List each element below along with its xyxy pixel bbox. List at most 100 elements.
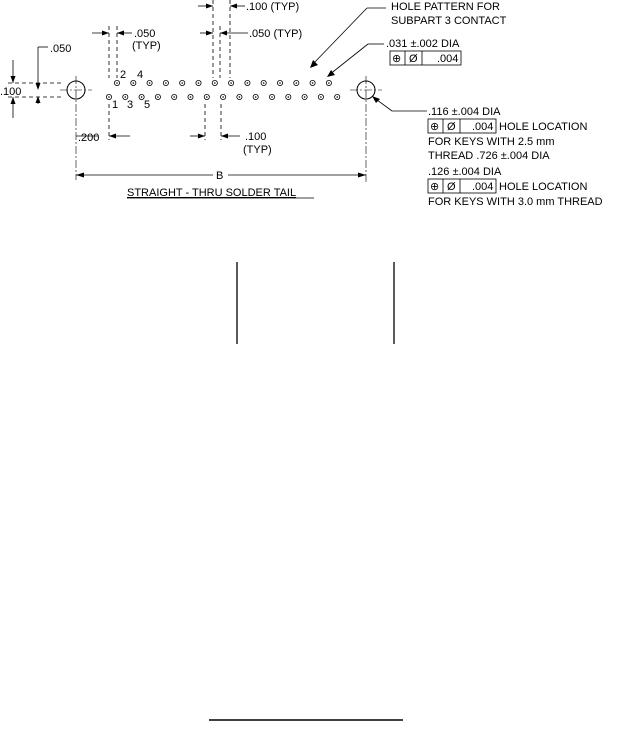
contact-hole — [276, 80, 283, 87]
dim-overall-b: B — [76, 104, 367, 182]
contact-hole-center — [206, 96, 208, 98]
dim-050-right: .050 (TYP) — [200, 26, 302, 78]
dim-050-left: .050 (TYP) — [92, 26, 161, 78]
contact-hole — [179, 80, 186, 87]
pitch-top-label: .100 (TYP) — [246, 1, 299, 13]
pin-number-3: 3 — [127, 99, 133, 111]
callout-hole-dia: .031 ±.002 DIA ⊕ Ø .004 — [327, 38, 462, 77]
contact-hole-center — [336, 96, 339, 98]
tolerance-value: .004 — [437, 53, 458, 65]
contact-hole-center — [262, 82, 265, 84]
pitch-bottom-label: .100 — [245, 131, 266, 143]
pattern-line2: SUBPART 3 CONTACT — [391, 15, 507, 27]
top-hole-row — [114, 80, 332, 87]
diameter-icon: Ø — [447, 121, 456, 133]
hole-dia-label: .031 ±.002 DIA — [386, 38, 460, 50]
contact-hole — [285, 94, 292, 101]
hole-location-2: HOLE LOCATION — [499, 181, 587, 193]
contact-hole-center — [116, 82, 118, 84]
overall-b-label: B — [216, 170, 223, 182]
contact-hole-center — [173, 96, 175, 98]
contact-hole — [138, 94, 145, 101]
diameter-icon: Ø — [447, 181, 456, 193]
dim-050-offset: .050 — [35, 43, 71, 104]
typ-050-right-label: .050 (TYP) — [249, 28, 302, 40]
tolerance-value: .004 — [472, 121, 493, 133]
key-126-label: .126 ±.004 DIA — [428, 166, 502, 178]
contact-hole-center — [124, 96, 127, 98]
position-icon: ⊕ — [430, 121, 439, 133]
contact-hole-center — [246, 82, 249, 84]
feature-control-frame-3: ⊕ Ø .004 — [427, 178, 497, 194]
feature-control-frame-2: ⊕ Ø .004 — [427, 118, 497, 134]
contact-hole — [236, 94, 243, 101]
left-key-hole — [60, 76, 92, 104]
contact-hole-center — [230, 82, 232, 84]
contact-hole-center — [214, 82, 216, 84]
contact-hole-center — [238, 96, 241, 98]
offset-050-label: .050 — [50, 43, 71, 55]
contact-hole-center — [157, 96, 159, 98]
contact-hole-center — [108, 96, 110, 98]
contact-hole — [106, 94, 113, 101]
dim-pitch-top: .100 (TYP) — [198, 0, 299, 78]
callout-key-126: .126 ±.004 DIA ⊕ Ø .004 HOLE LOCATION FO… — [427, 166, 603, 208]
note-30: FOR KEYS WITH 3.0 mm THREAD — [428, 196, 603, 208]
contact-hole — [114, 80, 121, 87]
dim-pitch-bottom: .100 (TYP) — [190, 104, 272, 156]
typ-050-left-label: .050 — [134, 28, 155, 40]
contact-hole — [252, 94, 259, 101]
note-25-line2: THREAD .726 ±.004 DIA — [428, 150, 550, 162]
contact-hole — [260, 80, 267, 87]
contact-hole — [146, 80, 153, 87]
key-116-label: .116 ±.004 DIA — [428, 106, 501, 118]
pitch-bottom-sub: (TYP) — [243, 144, 272, 156]
contact-hole-center — [148, 82, 151, 84]
contact-hole-center — [295, 82, 298, 84]
diameter-icon: Ø — [409, 53, 418, 65]
position-icon: ⊕ — [430, 181, 439, 193]
contact-hole-center — [165, 82, 167, 84]
note-25-line1: FOR KEYS WITH 2.5 mm — [428, 136, 555, 148]
contact-hole — [187, 94, 194, 101]
pin-number-2: 2 — [120, 69, 126, 81]
contact-hole-center — [132, 82, 135, 84]
contact-hole — [220, 94, 227, 101]
pin-number-1: 1 — [112, 99, 118, 111]
contact-hole — [228, 80, 235, 87]
contact-hole — [162, 80, 169, 87]
callout-key-116: .116 ±.004 DIA ⊕ Ø .004 HOLE LOCATION FO… — [372, 96, 587, 162]
contact-hole-center — [189, 96, 192, 98]
contact-hole-center — [197, 82, 200, 84]
contact-hole-center — [311, 82, 314, 84]
hole-location-1: HOLE LOCATION — [499, 121, 587, 133]
dim-row-spacing: .100 — [0, 60, 62, 118]
row-spacing-label: .100 — [0, 86, 21, 98]
view-title: STRAIGHT - THRU SOLDER TAIL — [127, 187, 296, 199]
pattern-line1: HOLE PATTERN FOR — [391, 1, 500, 13]
contact-hole — [325, 80, 332, 87]
contact-hole-center — [181, 82, 183, 84]
contact-hole-center — [279, 82, 281, 84]
dim-edge-200: .200 — [75, 104, 130, 180]
tolerance-value: .004 — [472, 181, 493, 193]
pin-number-4: 4 — [137, 69, 143, 81]
pin-number-5: 5 — [144, 99, 150, 111]
right-key-hole — [350, 76, 382, 104]
contact-hole-center — [254, 96, 257, 98]
contact-hole — [154, 94, 161, 101]
contact-hole — [268, 94, 275, 101]
contact-hole-center — [303, 96, 306, 98]
feature-control-frame-1: ⊕ Ø .004 — [389, 50, 462, 66]
typ-050-left-sub: (TYP) — [132, 40, 161, 52]
bottom-hole-row — [106, 94, 341, 101]
contact-hole — [293, 80, 300, 87]
contact-hole-center — [140, 96, 143, 98]
contact-hole-center — [328, 82, 330, 84]
contact-hole-center — [287, 96, 290, 98]
contact-hole — [244, 80, 251, 87]
contact-hole — [317, 94, 324, 101]
edge-200-label: .200 — [78, 132, 99, 144]
